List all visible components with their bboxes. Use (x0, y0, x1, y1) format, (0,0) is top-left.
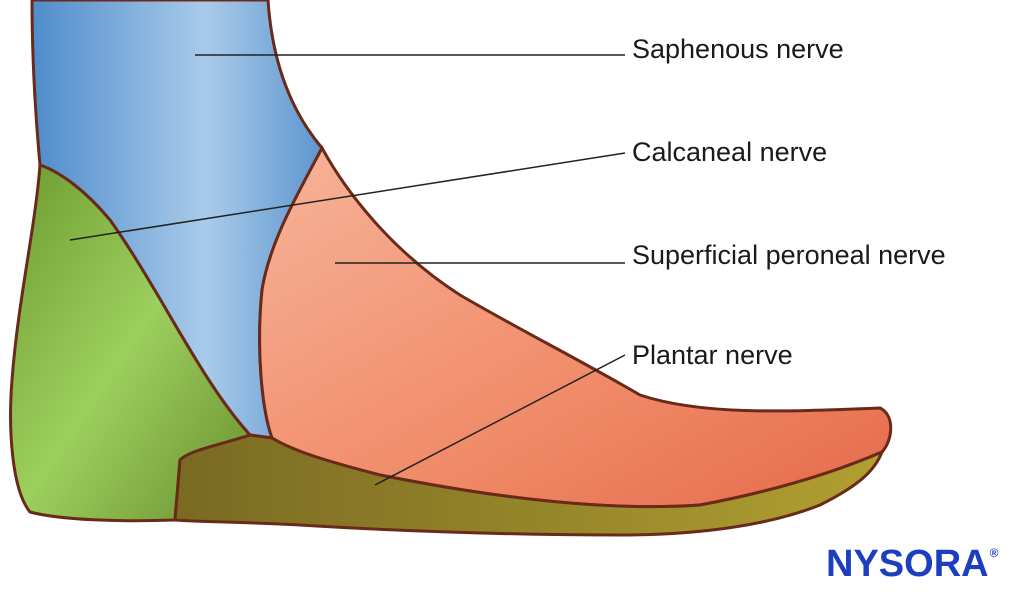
plantar-leader-line (374, 354, 626, 486)
saphenous-nerve-label: Saphenous nerve (632, 34, 844, 64)
calcaneal-region (9, 162, 253, 523)
superficial-peroneal-region (258, 144, 893, 509)
plantar-nerve-label: Plantar nerve (632, 340, 793, 370)
registered-mark: ® (989, 546, 999, 560)
calcaneal-leader-line (69, 152, 626, 241)
calcaneal-nerve-label: Calcaneal nerve (632, 137, 828, 167)
nysora-logo: NYSORA® (826, 545, 998, 583)
logo-text: NYSORA (826, 543, 989, 585)
superficial-peroneal-nerve-label: Superficial peroneal nerve (632, 240, 946, 270)
plantar-region (173, 433, 885, 537)
